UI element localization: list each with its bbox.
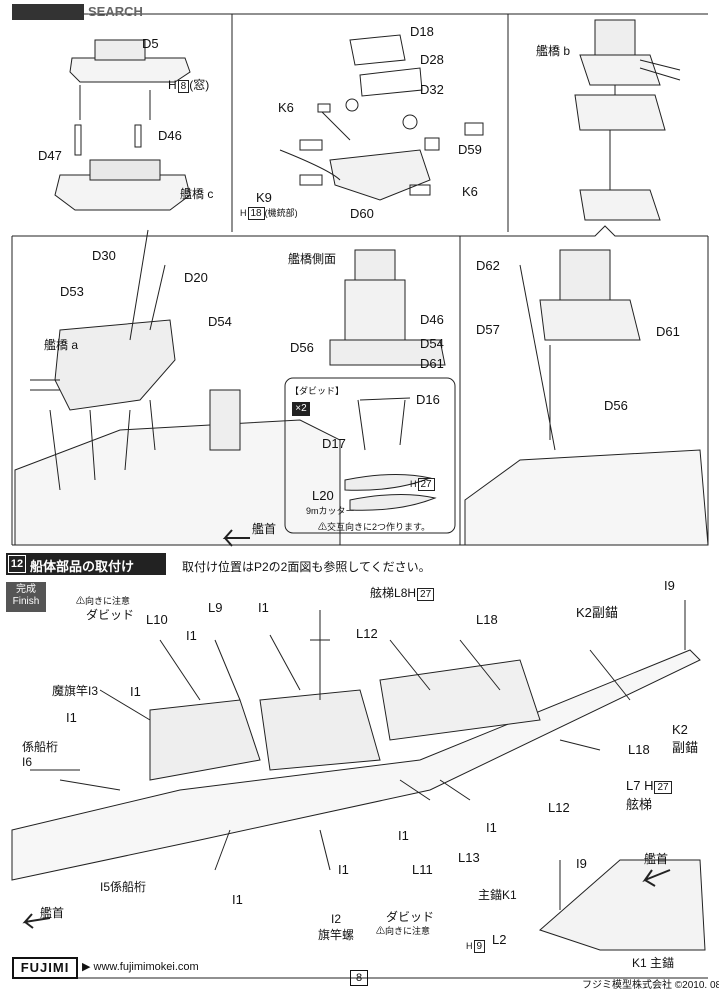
label-bow-middle: 艦首 — [252, 522, 277, 536]
label-l20: L20 — [312, 488, 334, 503]
label-i1-h: I1 — [232, 892, 243, 907]
label-i9-b: I9 — [576, 856, 587, 871]
label-d30: D30 — [92, 248, 116, 263]
label-davit-1: ダビッド — [86, 608, 135, 622]
label-i3: 魔旗竿I3 — [52, 684, 99, 698]
label-davit-2: ダビッド — [386, 910, 435, 924]
label-bow-bottom: 艦首 — [40, 906, 65, 920]
section-title: 船体部品の取付け — [30, 559, 135, 574]
label-k6-top: K6 — [278, 100, 294, 115]
label-i9-a: I9 — [664, 578, 675, 593]
header-brand-block — [12, 4, 84, 20]
label-k6-bottom: K6 — [462, 184, 478, 199]
label-bridge-b: 艦橋 b — [536, 44, 571, 58]
label-i1-c: I1 — [130, 684, 141, 699]
label-l18-b: L18 — [628, 742, 650, 757]
label-d56-right: D56 — [604, 398, 628, 413]
label-d20: D20 — [184, 270, 208, 285]
copyright: フジミ模型株式会社 ©2010. 08 — [582, 980, 719, 991]
label-d60: D60 — [350, 206, 374, 221]
label-i5: I5係船桁 — [100, 880, 147, 894]
label-i1-f: I1 — [398, 828, 409, 843]
label-d47: D47 — [38, 148, 62, 163]
label-k2-a: K2副錨 — [576, 605, 618, 620]
label-d46: D46 — [158, 128, 182, 143]
section-number: 12 — [8, 555, 26, 573]
label-l11: L11 — [412, 862, 433, 877]
label-l12-a: L12 — [356, 626, 378, 641]
label-d18: D18 — [410, 24, 434, 39]
label-d53: D53 — [60, 284, 84, 299]
label-d62: D62 — [476, 258, 500, 273]
label-cutter: 9mカッター — [306, 506, 355, 516]
label-bridge-side: 艦橋側面 — [288, 252, 337, 266]
label-d54-side: D54 — [420, 336, 444, 351]
label-k9: K9 — [256, 190, 272, 205]
label-i1-e: I1 — [486, 820, 497, 835]
label-d54-left: D54 — [208, 314, 232, 329]
label-l18-a: L18 — [476, 612, 498, 627]
caution-note-1: ⚠向きに注意 — [76, 596, 131, 606]
label-i1-g: I1 — [338, 862, 349, 877]
label-i1-d: I1 — [66, 710, 77, 725]
fujimi-logo: FUJIMI — [12, 957, 78, 979]
davit-count-badge: ×2 — [292, 402, 310, 416]
header-brand-text: SEARCH — [88, 4, 143, 19]
label-l10: L10 — [146, 612, 168, 627]
page-number: 8 — [350, 970, 368, 986]
arrow-icon: ▶ — [82, 961, 91, 973]
label-bow-inset: 艦首 — [644, 852, 669, 866]
label-d57: D57 — [476, 322, 500, 337]
label-d56-side: D56 — [290, 340, 314, 355]
label-l9: L9 — [208, 600, 223, 615]
caution-icon: ⚠ — [318, 522, 328, 532]
label-d32: D32 — [420, 82, 444, 97]
caution-icon: ⚠ — [376, 926, 386, 936]
section-12-header: 12 船体部品の取付け — [6, 553, 166, 575]
label-d61-right: D61 — [656, 324, 680, 339]
label-d59: D59 — [458, 142, 482, 157]
label-l2: L2 — [492, 932, 507, 947]
label-d16: D16 — [416, 392, 440, 407]
davit-box-title: 【ダビッド】 — [290, 386, 345, 396]
footer-url[interactable]: ▶ www.fujimimokei.com — [82, 961, 199, 973]
caution-icon: ⚠ — [76, 596, 86, 606]
label-i1-a: I1 — [186, 628, 197, 643]
label-bridge-c: 艦橋 c — [180, 187, 214, 201]
label-d17: D17 — [322, 436, 346, 451]
label-i1-b: I1 — [258, 600, 269, 615]
caution-note-2: ⚠向きに注意 — [376, 926, 431, 936]
section-instruction: 取付け位置はP2の2面図も参照してください。 — [182, 560, 431, 574]
label-d5: D5 — [142, 36, 159, 51]
label-l12-b: L12 — [548, 800, 570, 815]
label-k1-a: 主錨K1 — [478, 888, 517, 902]
label-k1-b: K1 主錨 — [632, 956, 675, 970]
label-d46-side: D46 — [420, 312, 444, 327]
label-d61-side: D61 — [420, 356, 444, 371]
label-l13: L13 — [458, 850, 480, 865]
label-bridge-a: 艦橋 a — [44, 338, 79, 352]
davit-note: ⚠交互向きに2つ作ります。 — [318, 522, 431, 532]
label-d28: D28 — [420, 52, 444, 67]
